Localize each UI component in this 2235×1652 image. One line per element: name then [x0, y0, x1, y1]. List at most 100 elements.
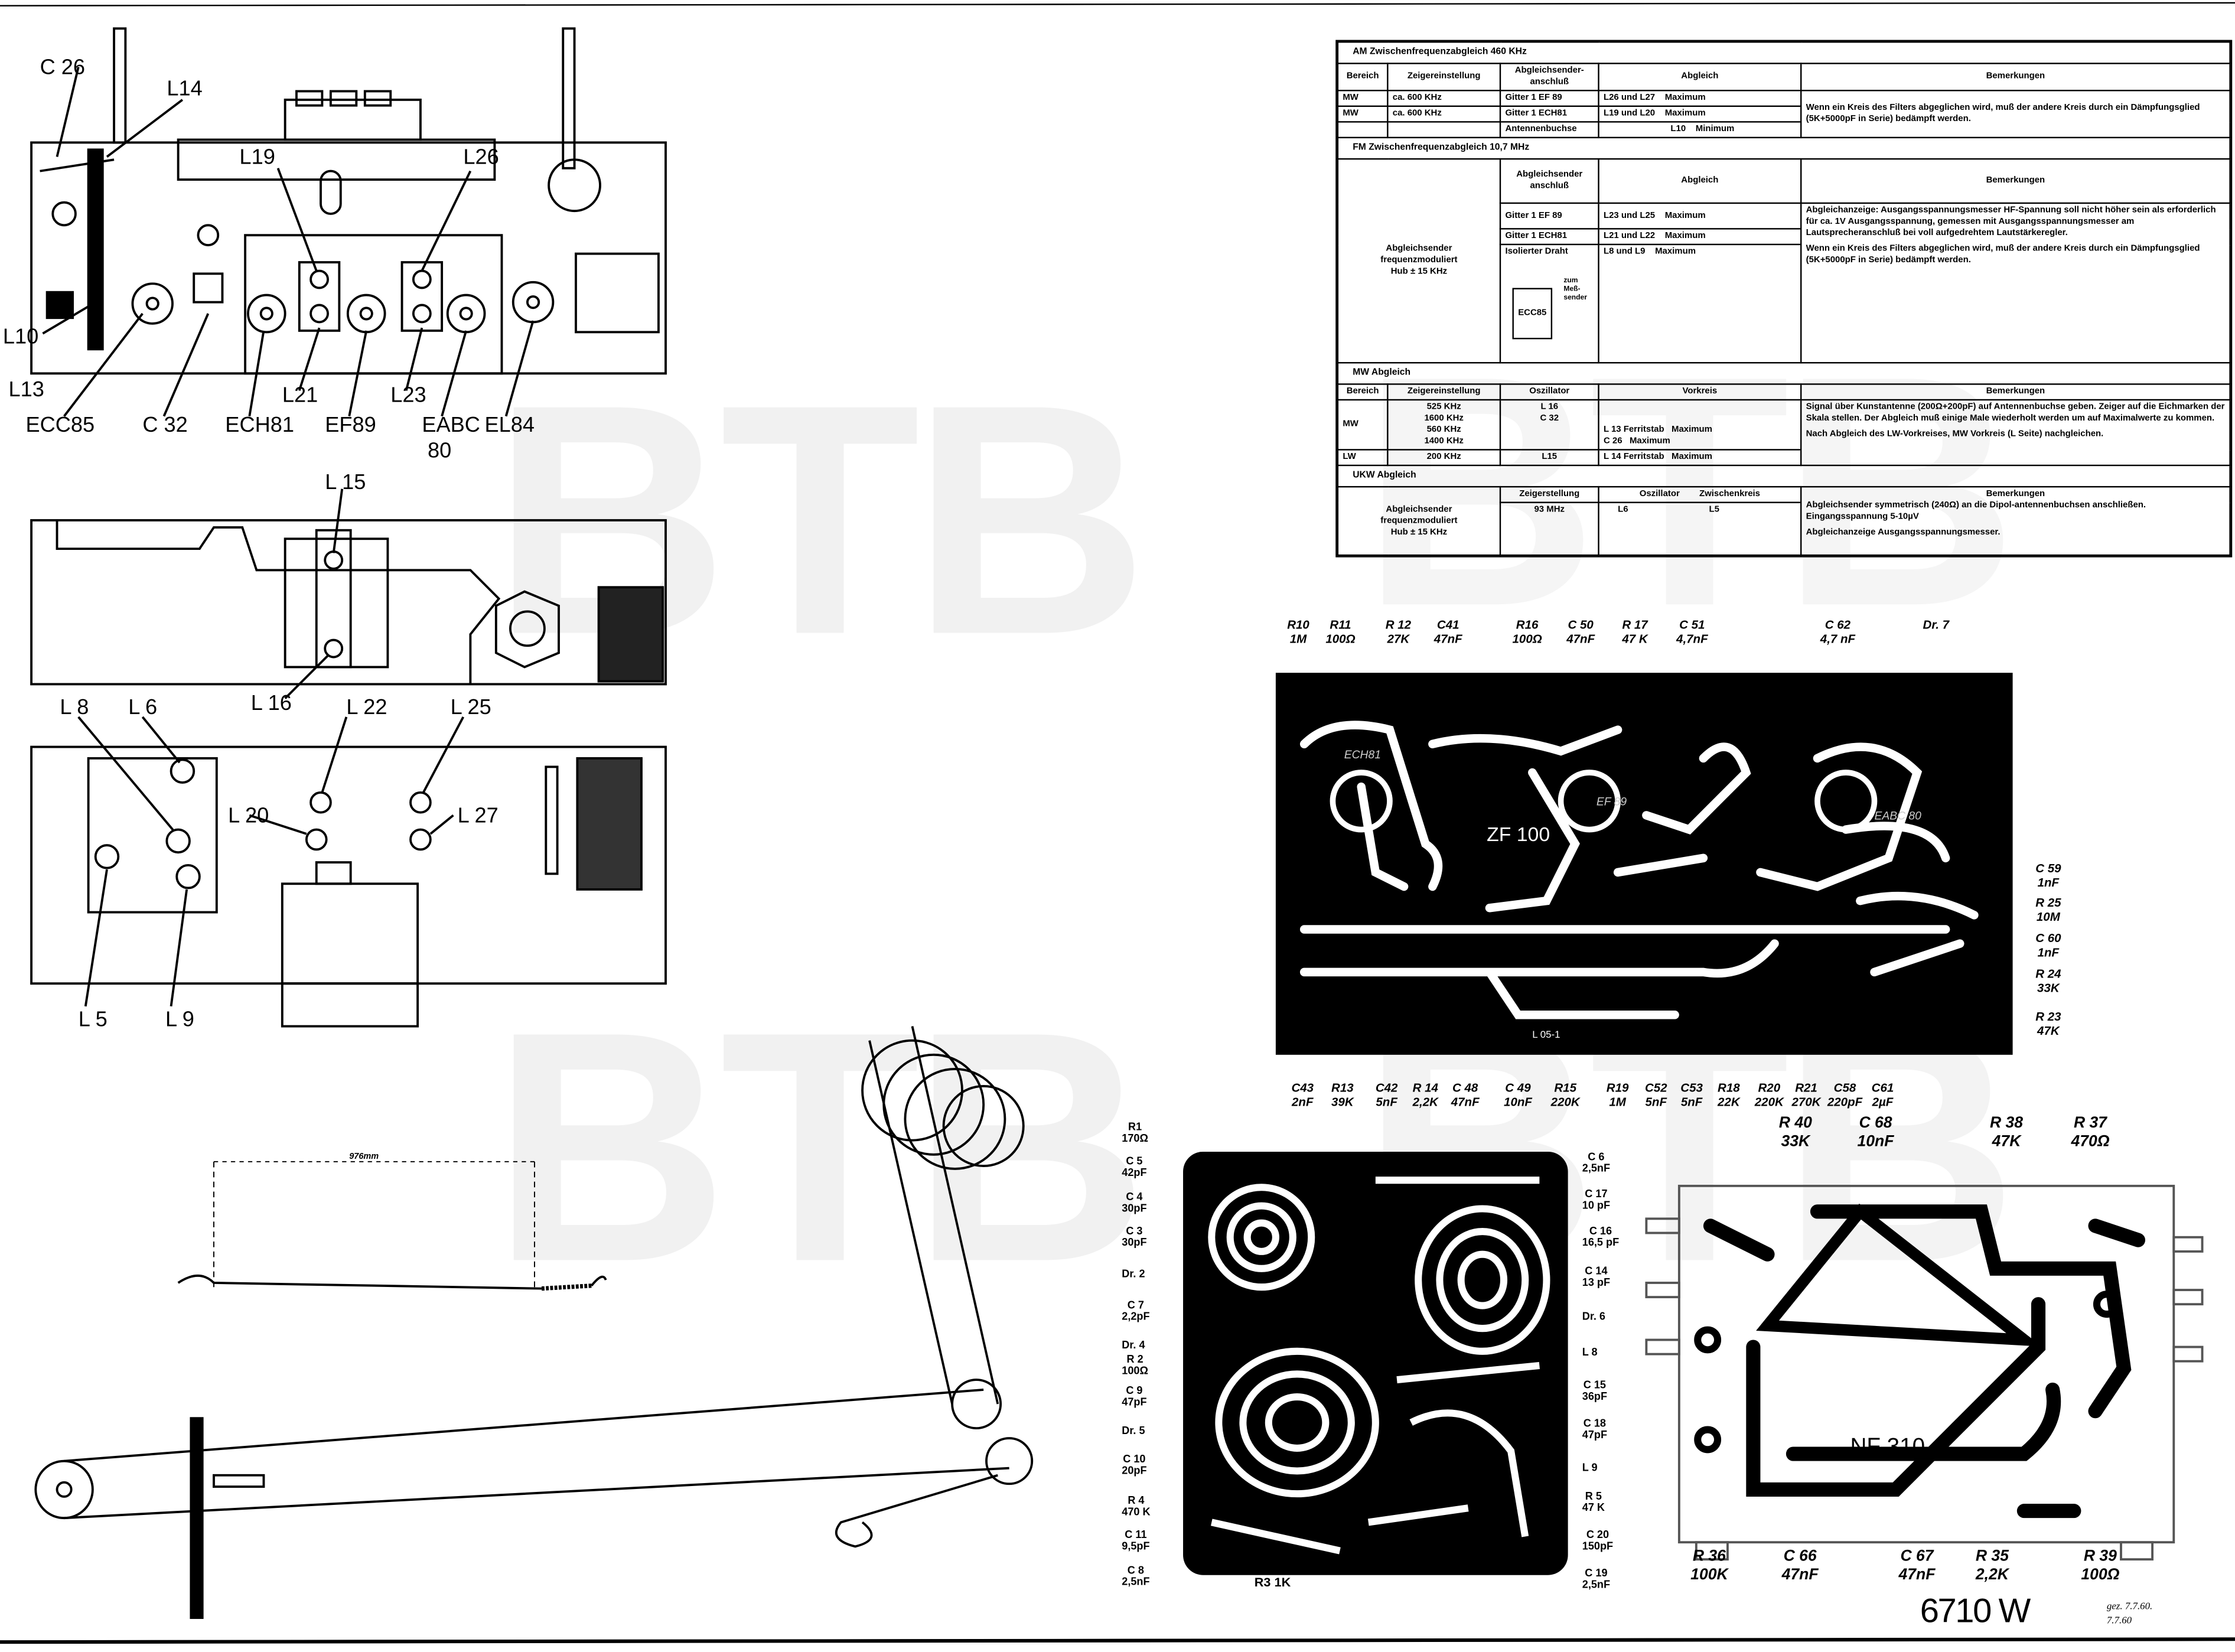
- col-header: Bemerkungen: [1800, 383, 2231, 401]
- ukw-board: R3 1K: [1183, 1151, 1568, 1589]
- ukw-component-label-ref: C 11: [1125, 1528, 1147, 1541]
- ukw-component-label-ref: Dr. 6: [1582, 1309, 1606, 1323]
- source-line: Hub ± 15 KHz: [1390, 266, 1448, 277]
- chassis-label-ref: L 15: [325, 470, 366, 495]
- ukw-note: Abgleichsender symmetrisch (240Ω) an die…: [1806, 500, 2146, 522]
- nf-chassis-drawing: [1645, 1184, 2204, 1561]
- ukw-component-label-ref: C 16: [1589, 1224, 1612, 1237]
- chassis-label-ref: L 9: [165, 1008, 194, 1032]
- zf-component-label-value: 5nF: [1645, 1094, 1667, 1109]
- ukw-component-label-ref: C 14: [1585, 1264, 1608, 1278]
- ukw-source: Abgleichsender frequenzmoduliert Hub ± 1…: [1337, 486, 1501, 556]
- dial-cord-drawing: [34, 1026, 1034, 1620]
- zf-component-label-value: 4,7 nF: [1820, 630, 1856, 646]
- col-header: Abgleich: [1598, 63, 1802, 92]
- col-header: Zeigerstellung: [1499, 486, 1599, 503]
- cell: Gitter 1 ECH81: [1499, 228, 1599, 246]
- chassis-label-ref: L 20: [228, 804, 269, 829]
- chassis-label: L 6: [128, 697, 157, 718]
- cell-text: 560 KHz: [1426, 425, 1461, 435]
- cell: L23 und L25 Maximum: [1598, 202, 1802, 230]
- mw-note: Signal über Kunstantenne (200Ω+200pF) au…: [1806, 402, 2225, 423]
- zf-component-label-ref: R15: [1554, 1080, 1576, 1095]
- ukw-component-label-value: 170Ω: [1122, 1132, 1148, 1145]
- zf-component-label-value: 22K: [1718, 1094, 1740, 1109]
- nf-component-label-value: 33K: [1781, 1133, 1810, 1151]
- zf-component-label-ref: R11: [1330, 617, 1351, 632]
- tube-label: ECH81: [1344, 748, 1381, 761]
- zf-component-label-ref: C52: [1644, 1080, 1667, 1095]
- ukw-component-label-value: 9,5pF: [1122, 1539, 1150, 1553]
- cell: 200 KHz: [1387, 449, 1501, 467]
- ukw-component-label-value: 100Ω: [1122, 1364, 1148, 1377]
- zf-component-label-value: 5nF: [1376, 1094, 1397, 1109]
- ukw-component-label-ref: C 5: [1126, 1154, 1143, 1168]
- ukw-component-label-ref: C 8: [1127, 1563, 1144, 1577]
- ukw-note: Abgleichanzeige Ausgangsspannungsmesser.: [1806, 527, 2001, 537]
- zf-component-label-ref: R13: [1331, 1080, 1354, 1095]
- cell-text: 525 KHz: [1426, 402, 1461, 412]
- cell: L26 und L27 Maximum: [1598, 90, 1802, 107]
- cell: Gitter 1 EF 89: [1499, 202, 1599, 230]
- zf-component-label-ref: C 50: [1568, 617, 1594, 632]
- ukw-component-label-value: 10 pF: [1582, 1198, 1611, 1212]
- cell: L 13 Ferritstab Maximum C 26 Maximum: [1598, 399, 1802, 451]
- cell: ca. 600 KHz: [1387, 90, 1501, 107]
- zf-component-label-value: 100Ω: [1512, 630, 1542, 646]
- tube-label: EABC 80: [1874, 809, 1921, 823]
- chassis-label: EL84: [485, 415, 535, 436]
- source-line: frequenzmoduliert: [1380, 255, 1458, 265]
- cell-text: Maximum: [1655, 246, 1696, 257]
- chassis-label: L 22: [346, 697, 387, 718]
- chassis-label: ECC85: [25, 415, 95, 436]
- col-header: Bemerkungen: [1800, 158, 2231, 204]
- zf-component-label-ref: R 25: [2035, 895, 2061, 910]
- chassis-label: L13: [8, 379, 44, 400]
- zf-component-label-value: 27K: [1387, 630, 1410, 646]
- ukw-component-label: L 8: [1582, 1346, 1598, 1358]
- source-line: Hub ± 15 KHz: [1390, 526, 1448, 537]
- cell-text: L8 und L9: [1603, 246, 1646, 257]
- zf-component-label-value: 2,2K: [1412, 1094, 1438, 1109]
- chassis-label: ECH81: [225, 415, 294, 436]
- chassis-label: L10: [3, 327, 38, 348]
- chassis-label-ref: L14: [167, 77, 203, 102]
- zf-100-board: ZF 100 ECH81 EF 89 EABC 80 L 05-1: [1275, 673, 2013, 1055]
- zf-component-label-value: 47K: [2037, 1022, 2060, 1037]
- ukw-component-label: L 9: [1582, 1462, 1598, 1474]
- chassis-label-ref: 80: [427, 439, 452, 464]
- cell: MW: [1337, 90, 1389, 107]
- chassis-label-ref: EF89: [325, 413, 376, 438]
- col-header: Bereich: [1337, 63, 1389, 92]
- sender-label: zum Meß-sender: [1563, 276, 1587, 302]
- nf-component-label-ref: C 68: [1859, 1115, 1892, 1132]
- zf-component-label-ref: R 12: [1385, 617, 1412, 632]
- alignment-table: AM Zwischenfrequenzabgleich 460 KHz Bere…: [1335, 40, 2233, 558]
- watermark-logo: BTB: [491, 963, 1149, 1330]
- col-header: Abgleich: [1598, 158, 1802, 204]
- fm-note: Abgleichanzeige: Ausgangsspannungsmesser…: [1806, 205, 2216, 239]
- chassis-label: L 8: [60, 697, 89, 718]
- ukw-component-label-value: 470 K: [1122, 1505, 1151, 1519]
- chassis-label: L 9: [165, 1009, 194, 1031]
- ukw-component-label-ref: Dr. 5: [1122, 1423, 1145, 1437]
- chassis-label-ref: L23: [390, 383, 426, 408]
- cell: L21 und L22 Maximum: [1598, 228, 1802, 246]
- source-line: Abgleichsender: [1386, 504, 1452, 514]
- nf-component-label-ref: R 38: [1989, 1115, 2024, 1132]
